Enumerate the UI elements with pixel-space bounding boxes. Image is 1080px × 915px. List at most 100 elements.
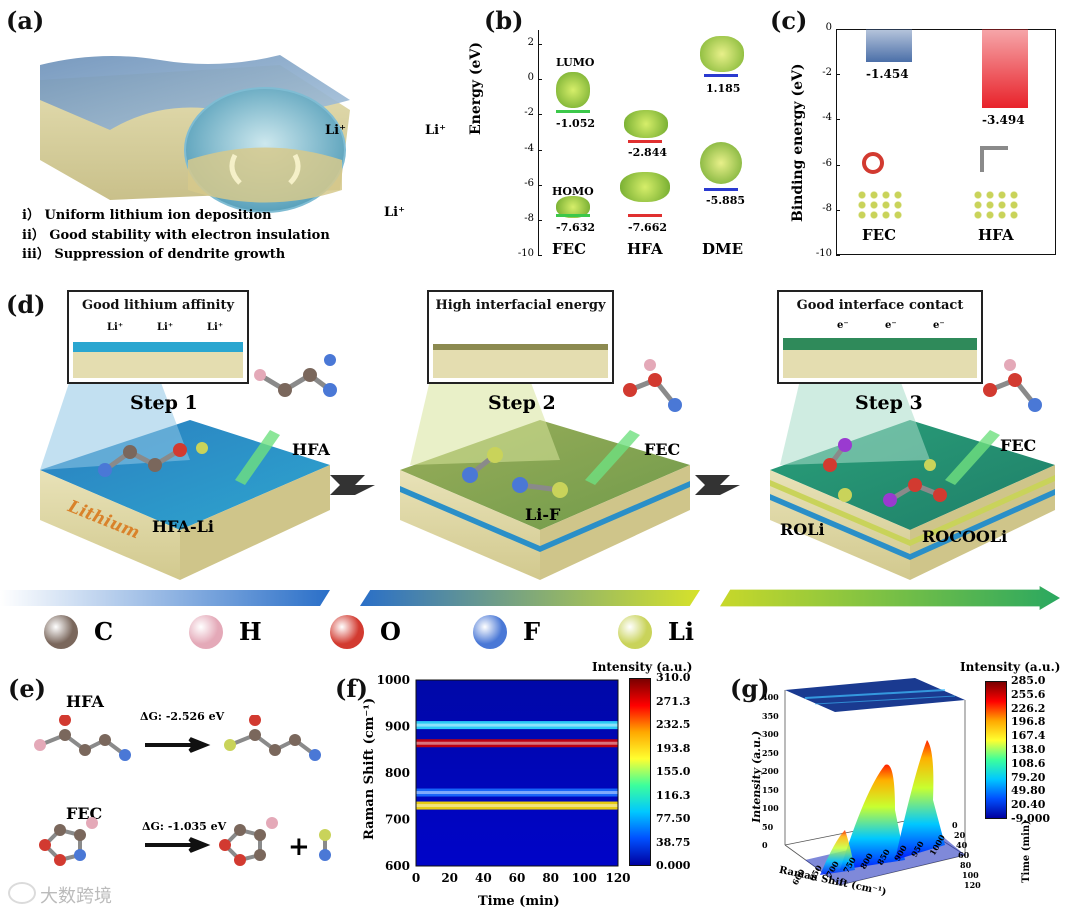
- li-lattice-hfa: [972, 190, 1020, 220]
- step3-inset-box: Good interface contact e⁻ e⁻ e⁻: [777, 290, 983, 384]
- panel-d-label: (d): [6, 290, 46, 319]
- panel-b-tick-mark: [538, 44, 542, 46]
- molecule-dme: DME: [702, 240, 744, 258]
- li-lattice-fec: [856, 190, 904, 220]
- panel-e-fec-dg: ΔG: -1.035 eV: [142, 820, 227, 833]
- peak-730: [820, 830, 855, 875]
- homo-label: HOMO: [552, 185, 594, 198]
- heatmap-band-core-903: [416, 723, 618, 727]
- heatmap-ytick: 600: [385, 859, 410, 873]
- dme-homo-line: [704, 188, 738, 191]
- panel-g-ztick: 100: [762, 803, 779, 813]
- step1-gradient-bar: [0, 590, 330, 606]
- heatmap-band-730: [416, 801, 618, 810]
- panel-g-ztick: 250: [762, 747, 779, 758]
- panel-g-colorbar-tick: 167.4: [1011, 729, 1046, 743]
- dme-homo-orbital: [700, 142, 742, 184]
- heatmap-xtick: 60: [509, 871, 526, 885]
- panel-c-ytick: -4: [822, 112, 832, 124]
- step2-gradient-bar: [360, 590, 700, 606]
- heatmap-band-core-758: [416, 791, 618, 795]
- step3-inset-base: [783, 350, 977, 378]
- hfa-adsorbed-molecule: [980, 146, 1008, 172]
- heatmap-ytick: 900: [385, 720, 410, 734]
- panel-d-illustration: [40, 354, 1055, 580]
- fec-adsorbed-molecule: [862, 152, 884, 174]
- panel-c-ytick: -10: [815, 248, 832, 259]
- legend-ball-f: [473, 615, 507, 649]
- category-label-fec: FEC: [862, 226, 897, 244]
- step2-label: Step 2: [488, 392, 556, 414]
- panel-g-ztick: 400: [762, 692, 779, 702]
- hfa-lumo-value: -2.844: [628, 146, 668, 159]
- heatmap-xtick: 0: [412, 871, 420, 885]
- watermark: 大数跨境: [40, 886, 112, 907]
- step3-e-mark-1: e⁻: [837, 320, 849, 331]
- step3-inset-layer: [783, 338, 977, 350]
- step3-molecule: FEC: [1000, 436, 1037, 455]
- panel-c-tick-mark: [836, 209, 840, 211]
- panel-b-tick-mark: [538, 219, 542, 221]
- panel-g-colorbar-title: Intensity (a.u.): [960, 660, 1061, 674]
- li-ion-label-2: Li⁺: [425, 123, 446, 138]
- legend-label-h: H: [239, 617, 262, 646]
- step1-molecule: HFA: [292, 440, 330, 459]
- lumo-label: LUMO: [556, 56, 595, 69]
- panel-g-ztick: 200: [762, 766, 779, 776]
- molecule-fec: FEC: [552, 240, 587, 258]
- panel-b-ytick: -10: [517, 248, 534, 259]
- hfa-homo-orbital: [620, 172, 670, 202]
- hfa-lumo-line: [628, 140, 662, 143]
- panel-f-colorbar-tick: 77.50: [656, 812, 691, 825]
- panel-b-tick-mark: [538, 184, 542, 186]
- panel-g-ztick: 0: [762, 840, 768, 850]
- panel-g-colorbar-tick: 138.0: [1011, 743, 1046, 756]
- panel-g-colorbar-tick: 20.40: [1011, 798, 1046, 812]
- binding-bar-fec: [866, 29, 912, 62]
- panel-g-label: (g): [730, 674, 770, 703]
- legend-label-f: F: [523, 617, 541, 646]
- step1-li-mark-3: Li⁺: [207, 322, 224, 333]
- panel-b-ytick: -8: [524, 212, 534, 224]
- step1-li-mark-1: Li⁺: [107, 322, 124, 333]
- molecule-hfa: HFA: [627, 240, 663, 258]
- panel-g-ztick: 350: [762, 710, 779, 721]
- panel-g-ztick: 50: [762, 821, 774, 832]
- panel-e-hfa-dg: ΔG: -2.526 eV: [140, 710, 225, 723]
- panel-f-colorbar-tick: 38.75: [656, 835, 691, 849]
- step3-e-mark-2: e⁻: [885, 320, 897, 331]
- panel-b-label: (b): [484, 6, 524, 35]
- fec-lumo-line: [556, 110, 590, 113]
- panel-g-colorbar: [985, 681, 1007, 819]
- panel-g-ztick: 300: [762, 729, 779, 739]
- step3-product2: ROCOOLi: [922, 527, 1008, 546]
- panel-f-colorbar-tick: 271.3: [656, 694, 691, 708]
- panel-e-plus: +: [288, 832, 310, 862]
- panel-a-illustration: [40, 55, 350, 213]
- heatmap-band-864: [416, 739, 618, 748]
- panel-c-label: (c): [770, 6, 808, 35]
- heatmap-xtick: 120: [605, 871, 630, 885]
- step3-gradient-arrow: [720, 586, 1060, 610]
- category-label-hfa: HFA: [978, 226, 1014, 244]
- panel-g-ylabel: Time (min): [1020, 820, 1032, 883]
- panel-g-colorbar-tick: 226.2: [1011, 701, 1046, 715]
- panel-e-label: (e): [8, 674, 46, 703]
- fec-lumo-orbital: [556, 72, 590, 108]
- step3-label: Step 3: [855, 392, 923, 414]
- heatmap-background: [416, 680, 618, 866]
- step1-box-title: Good lithium affinity: [81, 298, 235, 313]
- fec-lumo-value: -1.052: [556, 117, 596, 130]
- step1-li-mark-2: Li⁺: [157, 322, 174, 333]
- bullet-2: ii） Good stability with electron insulat…: [22, 228, 330, 243]
- dme-lumo-line: [704, 74, 738, 77]
- hfa-homo-value: -7.662: [628, 221, 668, 234]
- panel-g-colorbar-tick: 196.8: [1011, 715, 1046, 729]
- fec-homo-line: [556, 214, 590, 217]
- panel-c-tick-mark: [836, 74, 840, 76]
- panel-g-ztick: 150: [762, 784, 779, 795]
- panel-g-ytick: 0: [952, 820, 958, 830]
- panel-g-ytick: 80: [960, 860, 972, 870]
- panel-g-ytick: 100: [962, 870, 979, 880]
- fec-homo-orbital: [556, 196, 590, 218]
